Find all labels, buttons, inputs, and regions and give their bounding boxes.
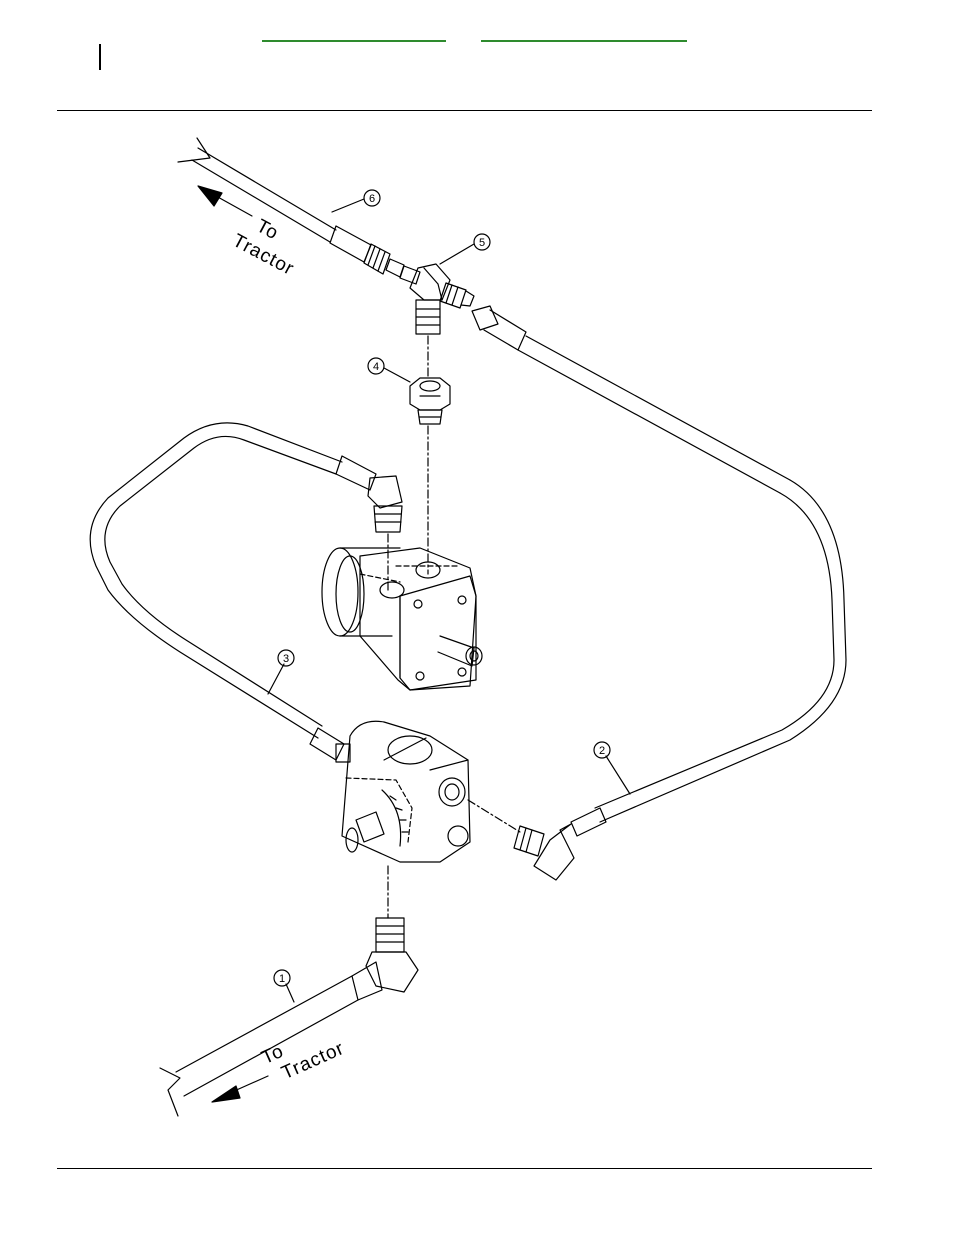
hose-1 [160,918,418,1116]
hose-2 [472,306,846,880]
tee-fitting-5 [400,264,474,334]
svg-text:6: 6 [369,193,375,205]
svg-text:3: 3 [283,653,289,665]
label-to-tractor-bottom: To Tractor [259,1018,348,1089]
callout-6: 6 [332,190,380,212]
adapter-4 [410,378,450,424]
callout-4: 4 [368,358,410,382]
label-to-tractor-top: To Tractor [229,209,309,280]
svg-text:Tractor: Tractor [278,1038,347,1084]
svg-text:2: 2 [599,745,605,757]
svg-text:1: 1 [279,973,285,985]
svg-text:5: 5 [479,237,485,249]
flow-control-valve [336,721,470,862]
hose-3 [90,423,402,760]
callout-1: 1 [274,970,294,1002]
hose-6 [178,138,404,277]
callout-2: 2 [594,742,630,794]
centerline-valve-right [468,800,520,832]
callout-5: 5 [440,234,490,264]
callout-3: 3 [268,650,294,694]
arrow-to-tractor-bottom [212,1076,268,1102]
svg-text:4: 4 [373,361,379,373]
hydraulic-motor [322,548,482,690]
